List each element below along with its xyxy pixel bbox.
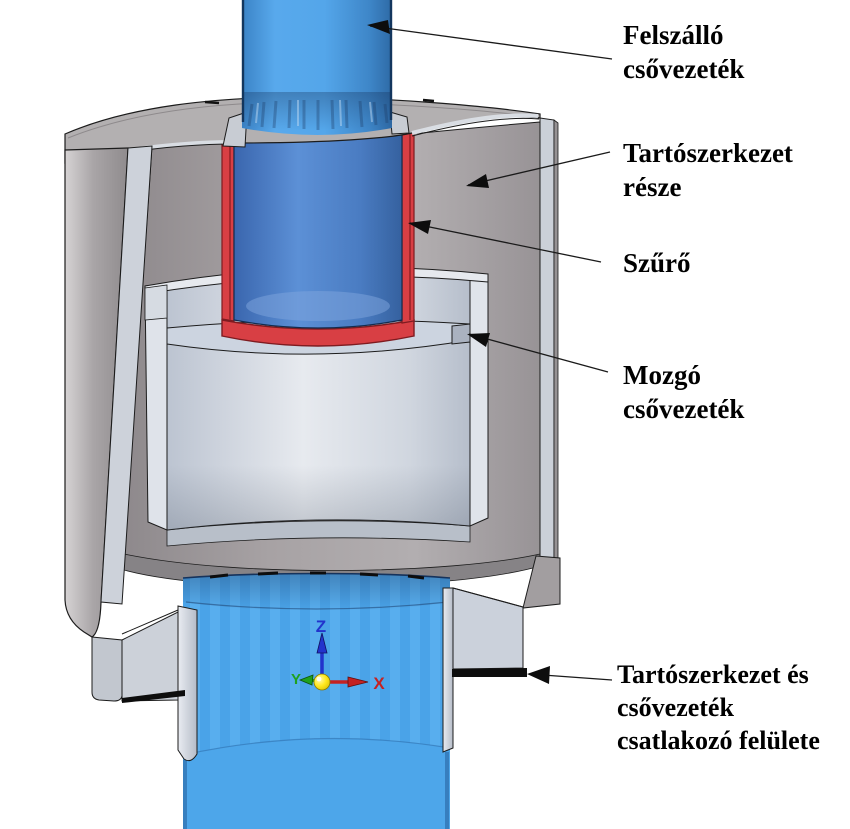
moving-pipe-right-wall bbox=[469, 273, 489, 527]
arrowhead-moving-pipe bbox=[467, 333, 490, 347]
connection-surface-marks bbox=[122, 668, 527, 703]
filter-right-strip bbox=[401, 129, 415, 324]
leader-support-structure bbox=[467, 151, 611, 186]
label-filter: Szűrő bbox=[623, 248, 691, 278]
bottom-pipe-smooth bbox=[183, 738, 450, 829]
leader-riser-pipe bbox=[369, 25, 613, 60]
x-axis-arrowhead bbox=[347, 676, 369, 688]
moving-pipe-left-wall bbox=[144, 283, 168, 531]
riser-pipe-inner-section bbox=[233, 127, 403, 329]
label-connection-surface: Tartószerkezet és csővezeték csatlakozó … bbox=[617, 660, 820, 755]
y-axis-arrowhead bbox=[298, 674, 314, 686]
arrowhead-filter bbox=[408, 220, 431, 234]
origin-ball bbox=[313, 673, 331, 691]
label-moving-pipe: Mozgó csővezeték bbox=[623, 360, 745, 424]
right-outer-sliver bbox=[553, 119, 559, 605]
arrowhead-support-structure bbox=[466, 174, 489, 188]
left-wall-cut-face bbox=[100, 145, 153, 605]
riser-pipe-base-shadow bbox=[242, 92, 392, 130]
filter-left-strip bbox=[221, 142, 235, 322]
filter-bottom-band bbox=[221, 319, 415, 347]
right-neck-edges bbox=[452, 587, 524, 668]
moving-pipe-ledge-notch bbox=[451, 323, 471, 345]
riser-pipe-body bbox=[242, 0, 392, 118]
z-axis-label: Z bbox=[316, 617, 326, 636]
riser-pipe-model bbox=[241, 0, 393, 135]
sleeve-right bbox=[442, 587, 454, 753]
right-neck-face bbox=[452, 587, 524, 670]
riser-pipe-edges bbox=[241, 0, 393, 122]
bottom-pipe-dashes bbox=[209, 571, 425, 580]
arrowhead-connection-surface bbox=[527, 666, 550, 684]
top-plate-inner-edge-right bbox=[411, 113, 539, 135]
label-support-structure: Tartószerkezet része bbox=[623, 138, 793, 202]
bottom-pipe-top-shade bbox=[183, 573, 450, 611]
support-structure-right-wall bbox=[452, 117, 561, 670]
riser-pipe-hatch bbox=[247, 99, 389, 130]
x-axis-label: X bbox=[373, 674, 385, 693]
leader-moving-pipe bbox=[468, 333, 609, 373]
right-step-outer bbox=[522, 555, 561, 609]
bottom-pipe-model bbox=[177, 571, 454, 829]
sleeve-left bbox=[177, 605, 198, 762]
right-cut-face bbox=[539, 117, 555, 607]
left-step-edge-line bbox=[121, 609, 179, 635]
moving-pipe-rim-cut-end bbox=[144, 284, 168, 321]
moving-pipe-bottom-flange bbox=[166, 520, 471, 547]
y-axis-label: Y bbox=[291, 671, 301, 688]
leader-filter bbox=[409, 222, 602, 263]
connection-bar-left bbox=[122, 690, 185, 703]
bottom-pipe-front-lip bbox=[185, 601, 449, 610]
z-axis-arrowhead bbox=[316, 632, 328, 654]
leader-arrowheads bbox=[367, 20, 550, 684]
filter-model bbox=[221, 129, 415, 347]
arrowhead-riser-pipe bbox=[367, 20, 390, 34]
left-step-front-face bbox=[121, 611, 179, 702]
left-step-column bbox=[91, 636, 123, 702]
axis-triad: Z X Y bbox=[291, 617, 385, 693]
origin-ball-highlight bbox=[316, 676, 322, 682]
support-structure-left-wall bbox=[64, 145, 179, 702]
bottom-pipe-section-arc bbox=[182, 737, 451, 756]
inner-pipe-highlight bbox=[246, 291, 390, 321]
bottom-pipe-edge-bands bbox=[183, 752, 449, 829]
riser-pipe-hatch-light bbox=[255, 99, 373, 127]
connection-bar-right bbox=[452, 668, 527, 677]
label-riser-pipe: Felszálló csővezeték bbox=[623, 20, 745, 84]
